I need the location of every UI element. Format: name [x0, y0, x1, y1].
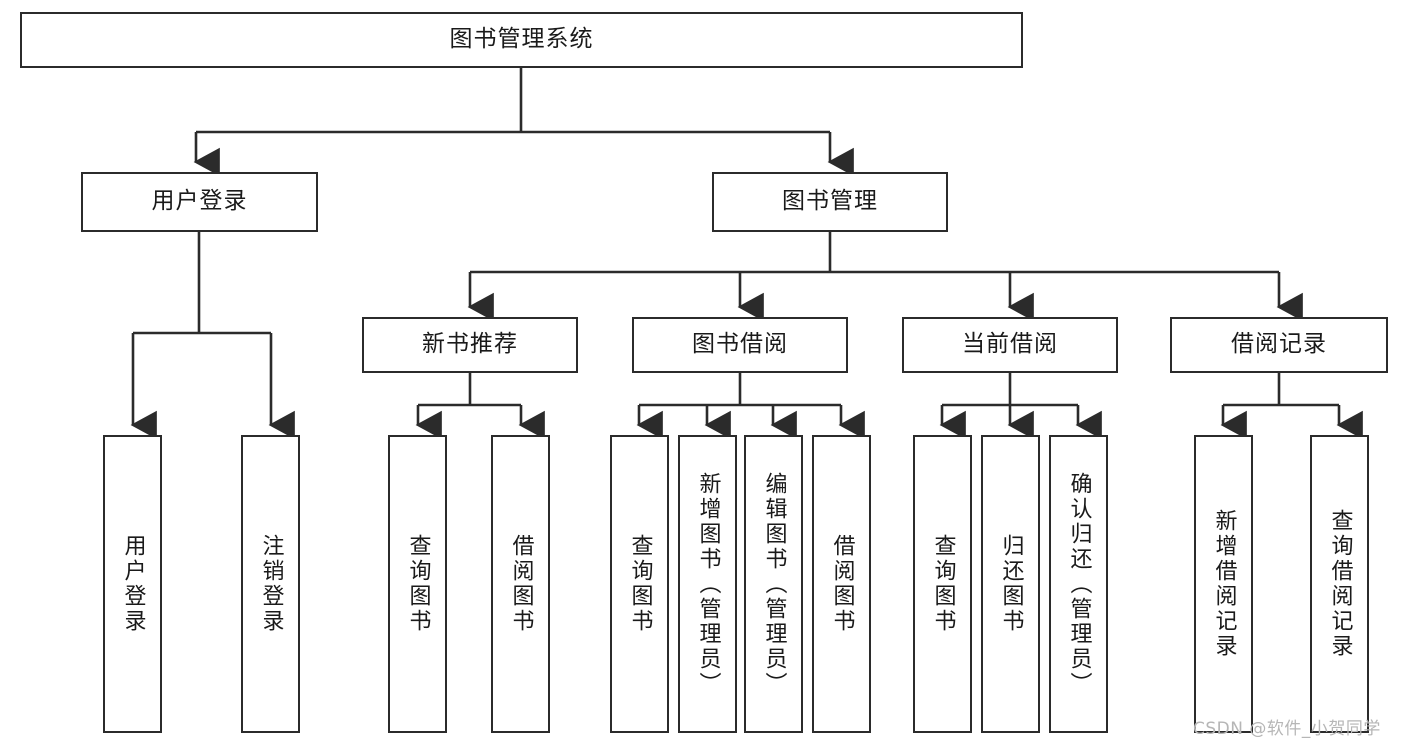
node-leaf-logout-login-label: 注销登录 [258, 534, 284, 634]
node-user-login[interactable]: 用户登录 [81, 172, 318, 232]
node-leaf-user-login-label: 用户登录 [120, 534, 146, 634]
node-book-manage[interactable]: 图书管理 [712, 172, 948, 232]
node-leaf-add-book-label: 新增图书（管理员） [695, 471, 721, 697]
node-leaf-confirm-return-label: 确认归还（管理员） [1066, 471, 1092, 697]
node-leaf-query-book-2-label: 查询图书 [627, 534, 653, 634]
node-book-borrow[interactable]: 图书借阅 [632, 317, 848, 373]
node-book-borrow-label: 图书借阅 [692, 331, 788, 358]
node-leaf-logout-login[interactable]: 注销登录 [241, 435, 300, 733]
node-leaf-add-record-label: 新增借阅记录 [1211, 509, 1237, 659]
node-leaf-edit-book-label: 编辑图书（管理员） [761, 471, 787, 697]
node-user-login-label: 用户登录 [151, 188, 248, 215]
node-new-book-recommend[interactable]: 新书推荐 [362, 317, 578, 373]
csdn-watermark: CSDN @软件_小贺同学 [1193, 719, 1381, 739]
node-root-system-label: 图书管理系统 [449, 26, 594, 53]
node-borrow-record-label: 借阅记录 [1231, 331, 1327, 358]
node-borrow-record[interactable]: 借阅记录 [1170, 317, 1388, 373]
node-leaf-user-login[interactable]: 用户登录 [103, 435, 162, 733]
node-leaf-borrow-book-1[interactable]: 借阅图书 [491, 435, 550, 733]
node-leaf-query-book-2[interactable]: 查询图书 [610, 435, 669, 733]
node-leaf-return-book-label: 归还图书 [998, 534, 1024, 634]
node-leaf-return-book[interactable]: 归还图书 [981, 435, 1040, 733]
node-current-borrow[interactable]: 当前借阅 [902, 317, 1118, 373]
node-leaf-query-record[interactable]: 查询借阅记录 [1310, 435, 1369, 733]
node-leaf-edit-book[interactable]: 编辑图书（管理员） [744, 435, 803, 733]
node-leaf-confirm-return[interactable]: 确认归还（管理员） [1049, 435, 1108, 733]
node-root-system[interactable]: 图书管理系统 [20, 12, 1023, 68]
node-book-manage-label: 图书管理 [782, 188, 878, 215]
node-leaf-borrow-book-1-label: 借阅图书 [508, 534, 534, 634]
node-new-book-recommend-label: 新书推荐 [422, 331, 518, 358]
node-leaf-query-book-1-label: 查询图书 [405, 534, 431, 634]
node-leaf-borrow-book-2-label: 借阅图书 [829, 534, 855, 634]
node-current-borrow-label: 当前借阅 [962, 331, 1058, 358]
node-leaf-query-record-label: 查询借阅记录 [1327, 509, 1353, 659]
node-leaf-add-record[interactable]: 新增借阅记录 [1194, 435, 1253, 733]
node-leaf-add-book[interactable]: 新增图书（管理员） [678, 435, 737, 733]
node-leaf-query-book-3-label: 查询图书 [930, 534, 956, 634]
node-leaf-query-book-3[interactable]: 查询图书 [913, 435, 972, 733]
node-leaf-borrow-book-2[interactable]: 借阅图书 [812, 435, 871, 733]
node-leaf-query-book-1[interactable]: 查询图书 [388, 435, 447, 733]
